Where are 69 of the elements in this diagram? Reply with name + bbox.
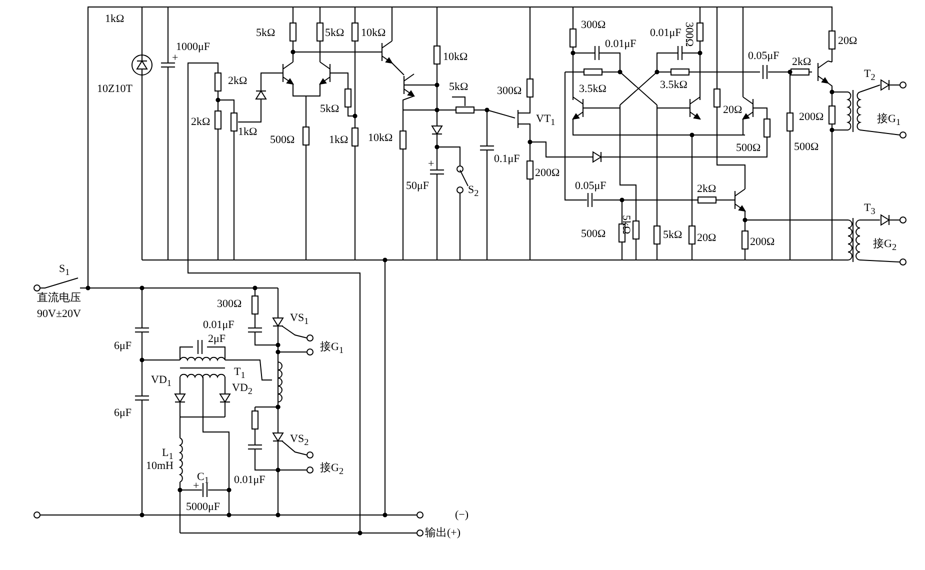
component-label: 5kΩ [325, 27, 344, 39]
component-label: 2μF [208, 333, 226, 345]
component-label: 5kΩ [449, 81, 468, 93]
component-label: 2kΩ [228, 75, 248, 87]
component-label: 0.01μF [234, 474, 266, 486]
component-label: 5kΩ [256, 27, 276, 39]
component-label: VS$_{1}$ [290, 312, 309, 328]
component-label: 3.5kΩ [579, 83, 606, 95]
component-label: S$_{2}$ [468, 184, 479, 200]
component-label: T$_{2}$ [864, 68, 876, 84]
component-label: S$_{1}$ [59, 263, 70, 278]
component-label: 1kΩ [105, 13, 124, 25]
component-label: 500Ω [736, 142, 761, 154]
component-label: 0.1μF [494, 153, 520, 165]
component-label: 90V±20V [37, 308, 81, 320]
component-label: 2kΩ [792, 56, 812, 68]
component-label: 接G$_{2}$ [320, 462, 344, 478]
component-label: 200Ω [535, 167, 560, 179]
component-label: 接G$_{1}$ [877, 113, 901, 128]
component-label: 5kΩ [663, 229, 682, 241]
component-label: 20Ω [697, 232, 716, 244]
component-label: 0.01μF [650, 27, 682, 39]
component-label: 10kΩ [443, 51, 468, 63]
component-label: 0.01μF [203, 319, 234, 331]
component-label: 10Z10T [97, 83, 132, 95]
component-label: 10kΩ [368, 132, 393, 144]
polarity-mark: + [172, 52, 178, 64]
component-label: 10kΩ [361, 27, 386, 39]
component-label: 接G$_{2}$ [873, 238, 897, 254]
component-label: 500Ω [581, 228, 606, 240]
component-label: 300Ω [683, 22, 695, 47]
component-label: 接G$_{1}$ [320, 341, 344, 356]
polarity-mark: + [193, 480, 200, 492]
component-label: 2kΩ [191, 116, 210, 128]
component-label: 1kΩ [329, 134, 348, 146]
component-label: 50μF [406, 180, 430, 192]
component-label: 20Ω [838, 35, 858, 47]
component-label: 输出(+) [425, 527, 461, 539]
component-label: 0.05μF [575, 180, 606, 192]
component-label: VT$_{1}$ [536, 113, 556, 128]
component-label: 300Ω [497, 85, 522, 97]
component-label: 500Ω [270, 134, 295, 146]
component-label: VD$_{2}$ [232, 382, 252, 398]
component-label: 200Ω [799, 111, 824, 123]
component-label: 500Ω [794, 141, 819, 153]
component-label: 5kΩ [320, 103, 340, 115]
component-label: 20Ω [723, 104, 742, 116]
component-label: 10mH [146, 460, 174, 472]
component-label: C$_{1}$ [197, 471, 209, 486]
component-label: L$_{1}$ [162, 447, 174, 462]
component-label: 0.05μF [748, 50, 780, 62]
component-label: 300Ω [217, 298, 242, 310]
component-label: 2kΩ [697, 183, 716, 195]
component-label: 1kΩ [238, 126, 258, 138]
component-label: T$_{1}$ [234, 366, 246, 382]
component-label: 6μF [114, 407, 132, 419]
component-label: 1000μF [176, 41, 210, 53]
component-label: 200Ω [750, 236, 775, 248]
polarity-mark: + [428, 158, 434, 170]
component-label: 6μF [114, 340, 132, 352]
component-label: VD$_{1}$ [151, 374, 172, 390]
component-label: 3.5kΩ [660, 79, 688, 91]
component-label: 0.01μF [605, 38, 636, 50]
component-label: (−) [455, 509, 469, 521]
component-label: 直流电压 [37, 292, 81, 304]
component-label: T$_{3}$ [864, 202, 876, 218]
component-label: 300Ω [581, 19, 606, 31]
component-label: VS$_{2}$ [290, 433, 309, 448]
component-label: 5000μF [186, 501, 220, 513]
